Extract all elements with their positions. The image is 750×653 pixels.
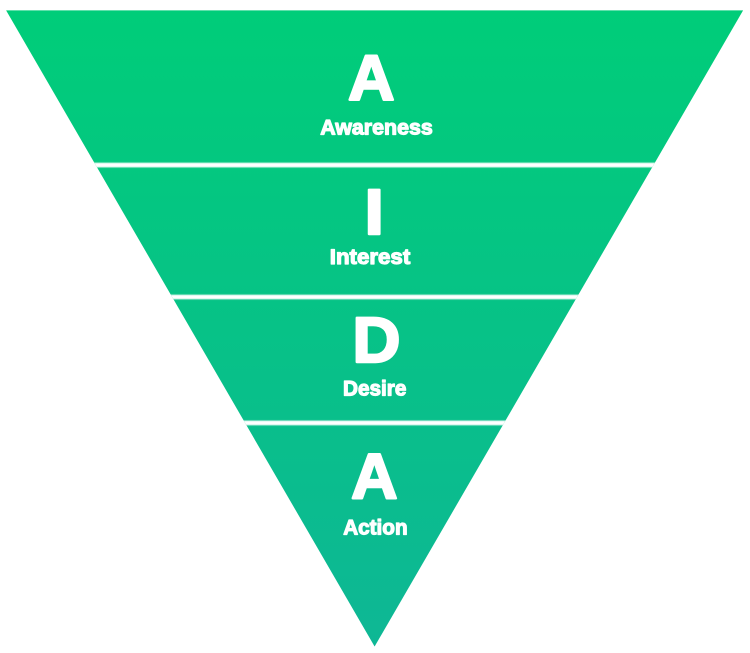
svg-text:A: A (351, 440, 397, 512)
svg-text:Desire: Desire (343, 376, 406, 401)
svg-text:I: I (364, 176, 384, 248)
svg-text:Action: Action (343, 515, 407, 540)
svg-text:Interest: Interest (330, 244, 411, 269)
svg-text:D: D (352, 304, 400, 376)
svg-text:Awareness: Awareness (320, 115, 433, 140)
svg-text:A: A (348, 42, 395, 114)
